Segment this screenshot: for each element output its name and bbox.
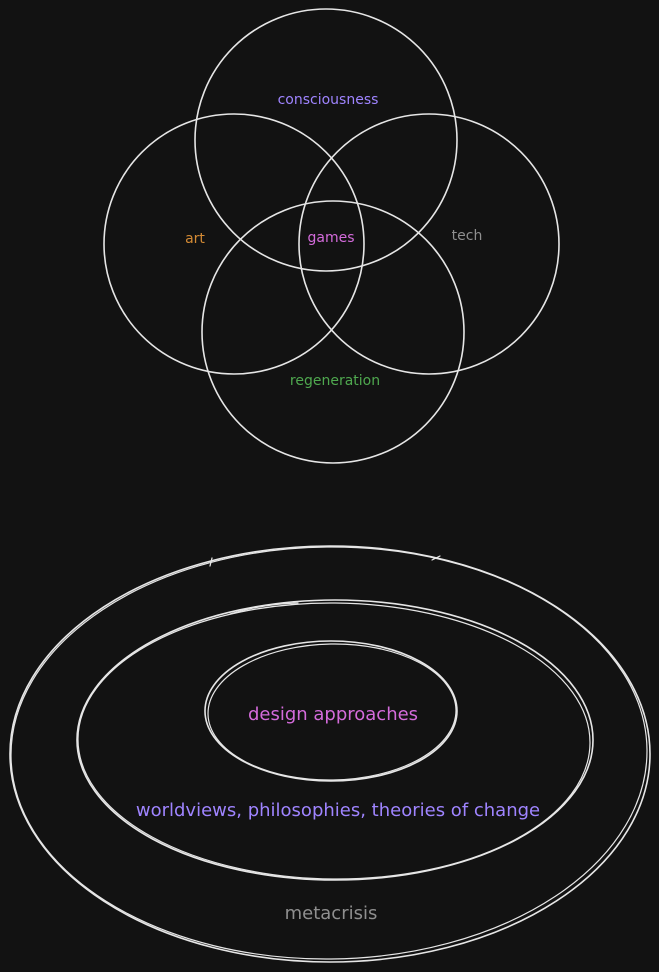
label-art: art bbox=[185, 231, 205, 247]
ring-middle-sketch bbox=[77, 602, 591, 880]
ring-outer-sketch bbox=[10, 546, 648, 960]
venn-circle-consciousness bbox=[194, 8, 458, 272]
label-metacrisis: metacrisis bbox=[285, 903, 378, 924]
label-regeneration: regeneration bbox=[290, 373, 380, 389]
label-tech: tech bbox=[452, 228, 483, 244]
ring-middle bbox=[76, 599, 594, 881]
ring-outer-tick-left bbox=[209, 557, 213, 567]
venn-diagram: consciousness art games tech regeneratio… bbox=[103, 8, 560, 464]
venn-circle-art bbox=[103, 113, 365, 375]
ring-inner-sketch bbox=[207, 643, 457, 781]
ring-outer-tick-right bbox=[431, 555, 441, 561]
ring-inner bbox=[204, 640, 458, 782]
label-consciousness: consciousness bbox=[278, 92, 379, 108]
label-games: games bbox=[307, 230, 354, 246]
concentric-rings: design approaches worldviews, philosophi… bbox=[9, 545, 651, 963]
venn-circle-tech bbox=[298, 113, 560, 375]
label-worldviews: worldviews, philosophies, theories of ch… bbox=[136, 800, 540, 821]
ring-outer bbox=[9, 545, 651, 963]
venn-circle-regeneration bbox=[201, 200, 465, 464]
label-design-approaches: design approaches bbox=[248, 704, 418, 725]
ring-middle-tick bbox=[229, 602, 299, 615]
